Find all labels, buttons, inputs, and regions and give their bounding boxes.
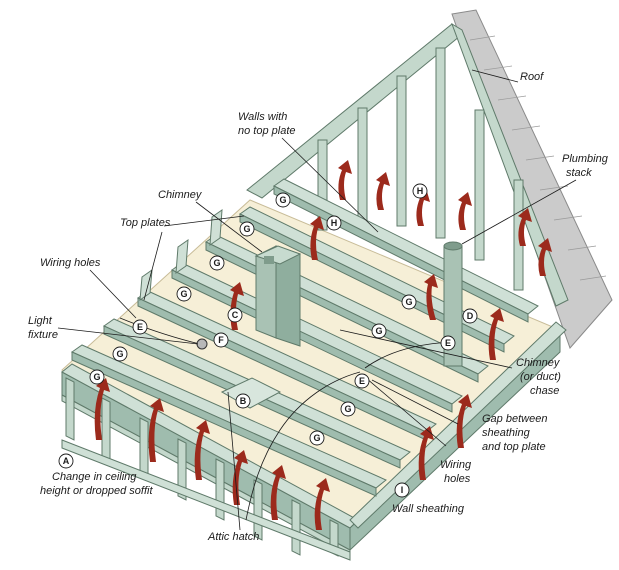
- svg-text:F: F: [218, 335, 224, 345]
- marker-d: D: [462, 308, 478, 324]
- label-gap: and top plate: [482, 441, 546, 453]
- marker-h: H: [326, 215, 342, 231]
- label-attic-hatch: Attic hatch: [207, 531, 259, 543]
- label-plumbing-stack: Plumbing: [562, 153, 609, 165]
- label-walls-no-top-plate: Walls with: [238, 111, 287, 123]
- marker-g: G: [340, 401, 356, 417]
- air-leak-arrow: [148, 398, 164, 462]
- label-walls-no-top-plate: no top plate: [238, 125, 296, 137]
- label-change-ceiling: height or dropped soffit: [40, 485, 153, 497]
- svg-text:G: G: [213, 258, 220, 268]
- svg-text:A: A: [63, 456, 70, 466]
- svg-text:G: G: [93, 372, 100, 382]
- svg-text:E: E: [137, 322, 143, 332]
- label-chimney: Chimney: [158, 189, 203, 201]
- label-roof: Roof: [520, 71, 544, 83]
- svg-text:E: E: [359, 376, 365, 386]
- marker-h: H: [412, 183, 428, 199]
- air-leak-arrow: [314, 478, 330, 530]
- marker-g: G: [275, 192, 291, 208]
- svg-text:G: G: [279, 195, 286, 205]
- gable-frame: [246, 22, 569, 307]
- wiring: [119, 317, 451, 521]
- marker-g: G: [89, 369, 105, 385]
- air-leak-arrow: [538, 238, 552, 276]
- marker-g: G: [371, 323, 387, 339]
- markers: H H G G G G G G G G G G C D E E E F B A …: [58, 183, 478, 498]
- air-leak-arrow: [488, 308, 504, 360]
- label-change-ceiling: Change in ceiling: [52, 471, 137, 483]
- air-leak-arrow: [458, 192, 472, 230]
- air-leak-arrow: [310, 216, 324, 260]
- callout-labels: Roof Walls with no top plate Plumbing st…: [28, 71, 609, 543]
- marker-g: G: [401, 294, 417, 310]
- air-leak-arrow: [456, 394, 472, 448]
- chimney: [254, 245, 302, 347]
- label-light-fixture: Light: [28, 315, 53, 327]
- svg-text:C: C: [232, 310, 239, 320]
- svg-text:G: G: [405, 297, 412, 307]
- svg-text:H: H: [331, 218, 338, 228]
- leader-lines: [57, 69, 577, 531]
- marker-b: B: [235, 393, 251, 409]
- marker-e: E: [132, 319, 148, 335]
- front-wall-bottom-plate: [61, 439, 351, 561]
- front-wall: [61, 363, 359, 557]
- label-gap: Gap between: [482, 413, 547, 425]
- marker-g: G: [209, 255, 225, 271]
- label-wiring-holes-bottom: holes: [444, 473, 471, 485]
- svg-text:E: E: [445, 338, 451, 348]
- air-leak-arrow: [424, 274, 438, 320]
- marker-e: E: [440, 335, 456, 351]
- svg-text:G: G: [375, 326, 382, 336]
- air-leak-arrow: [270, 465, 286, 520]
- label-plumbing-stack: stack: [566, 167, 592, 179]
- air-leak-arrow: [376, 172, 390, 210]
- label-chimney-chase: Chimney: [516, 357, 561, 369]
- svg-text:G: G: [243, 224, 250, 234]
- marker-e: E: [354, 373, 370, 389]
- svg-text:B: B: [240, 396, 247, 406]
- marker-f: F: [213, 332, 229, 348]
- label-top-plates: Top plates: [120, 217, 171, 229]
- marker-a: A: [58, 453, 74, 469]
- label-wiring-holes-bottom: Wiring: [440, 459, 472, 471]
- svg-text:H: H: [417, 186, 424, 196]
- marker-g: G: [309, 430, 325, 446]
- air-leak-arrow: [194, 420, 210, 480]
- svg-text:I: I: [401, 485, 404, 495]
- marker-g: G: [112, 346, 128, 362]
- air-leak-arrow: [518, 208, 532, 246]
- svg-text:G: G: [116, 349, 123, 359]
- label-chimney-chase: chase: [530, 385, 559, 397]
- air-leak-arrow: [418, 426, 434, 480]
- marker-i: I: [394, 482, 410, 498]
- marker-g: G: [176, 286, 192, 302]
- label-gap: sheathing: [482, 427, 531, 439]
- label-chimney-chase: (or duct): [520, 371, 561, 383]
- label-wall-sheathing: Wall sheathing: [392, 503, 465, 515]
- air-leak-arrows: [94, 160, 552, 530]
- air-leak-arrow: [94, 378, 110, 440]
- svg-text:G: G: [344, 404, 351, 414]
- svg-text:D: D: [467, 311, 474, 321]
- label-wiring-holes-top: Wiring holes: [40, 257, 101, 269]
- air-leak-arrow: [338, 160, 352, 200]
- svg-text:G: G: [180, 289, 187, 299]
- label-light-fixture: fixture: [28, 329, 58, 341]
- marker-g: G: [239, 221, 255, 237]
- marker-c: C: [227, 307, 243, 323]
- svg-text:G: G: [313, 433, 320, 443]
